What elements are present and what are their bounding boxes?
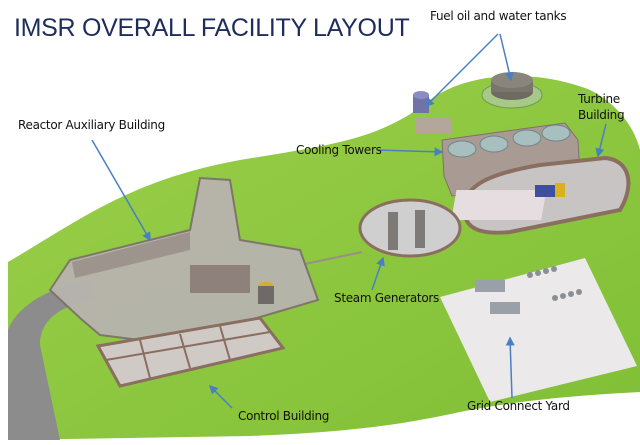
small-building bbox=[415, 118, 451, 134]
label-control-building: Control Building bbox=[238, 409, 330, 423]
label-cooling-towers: Cooling Towers bbox=[296, 143, 382, 157]
control-building bbox=[95, 316, 286, 388]
label-fuel-tanks: Fuel oil and water tanks bbox=[430, 9, 567, 23]
page-title: IMSR OVERALL FACILITY LAYOUT bbox=[14, 14, 410, 42]
label-grid-yard: Grid Connect Yard bbox=[467, 399, 570, 413]
road bbox=[8, 280, 95, 440]
steam-generator-building bbox=[358, 198, 462, 258]
label-steam-generators: Steam Generators bbox=[334, 291, 439, 305]
callout-arrows bbox=[91, 33, 607, 409]
grid-connect-yard bbox=[440, 258, 637, 402]
reactor-auxiliary-building bbox=[48, 176, 320, 342]
label-reactor-auxiliary: Reactor Auxiliary Building bbox=[18, 118, 165, 132]
label-turbine-line1: Turbine bbox=[578, 92, 620, 106]
label-turbine-line2: Building bbox=[578, 108, 625, 122]
